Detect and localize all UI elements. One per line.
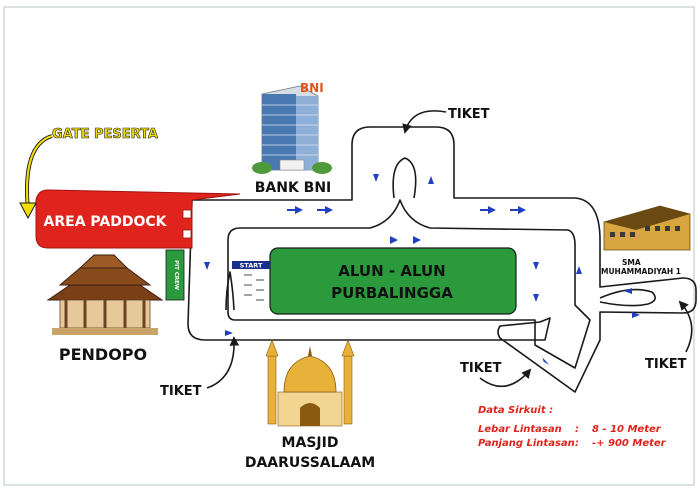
circuit-data-panel: Data Sirkuit : Lebar Lintasan : 8 - 10 M… — [478, 405, 667, 449]
track-inner-edge — [227, 199, 591, 369]
area-paddock: AREA PADDOCK — [35, 189, 241, 249]
direction-arrows — [204, 174, 640, 365]
sma-building: SMA MUHAMMADIYAH 1 — [601, 205, 691, 276]
tiket-label-bottom-center: TIKET — [460, 361, 502, 376]
direction-arrow — [204, 262, 210, 270]
alun-label-line2: PURBALINGGA — [331, 284, 453, 302]
tiket-markers: TIKET TIKET TIKET TIKET — [160, 107, 693, 399]
direction-arrow — [542, 357, 550, 365]
pit-crew-label: PIT CREW — [173, 260, 179, 290]
track-hairpin-top — [392, 157, 417, 199]
gate-label: GATE PESERTA — [52, 127, 158, 142]
direction-arrow — [225, 330, 233, 336]
masjid-label-line2: DAARUSSALAAM — [245, 455, 375, 471]
track-outer-edge — [187, 126, 697, 393]
sma-label-line1: SMA — [622, 258, 641, 267]
direction-arrow — [390, 236, 398, 244]
tiket-label-bottom-left: TIKET — [160, 384, 202, 399]
direction-arrow — [510, 206, 526, 214]
info-row2-value: -+ 900 Meter — [592, 438, 667, 449]
direction-arrow — [413, 236, 421, 244]
info-row1-sep: : — [575, 424, 579, 435]
direction-arrow — [624, 288, 632, 294]
direction-arrow — [373, 174, 379, 182]
gate-peserta: GATE PESERTA — [19, 127, 158, 220]
bank-sign: BNI — [300, 81, 324, 95]
alun-alun-field: ALUN - ALUN PURBALINGGA — [269, 247, 517, 315]
masjid-label-line1: MASJID — [282, 435, 339, 451]
start-label: START — [240, 262, 263, 270]
tiket-label-right: TIKET — [645, 357, 687, 372]
info-row1-value: 8 - 10 Meter — [592, 424, 662, 435]
bank-bni-building: BNI BANK BNI — [252, 81, 332, 196]
pit-crew-zone: PIT CREW — [165, 249, 185, 301]
tiket-label-top: TIKET — [448, 107, 490, 122]
direction-arrow — [287, 206, 303, 214]
info-title: Data Sirkuit : — [478, 405, 553, 416]
alun-label-line1: ALUN - ALUN — [338, 262, 445, 280]
info-row2-sep: : — [575, 438, 579, 449]
direction-arrow — [533, 262, 539, 270]
paddock-label: AREA PADDOCK — [44, 214, 168, 230]
map-border — [3, 6, 695, 486]
pendopo-label: PENDOPO — [59, 345, 147, 364]
start-grid: START — [232, 261, 270, 301]
direction-arrow — [576, 266, 582, 274]
info-row2-label: Panjang Lintasan — [478, 438, 575, 449]
info-row1-label: Lebar Lintasan — [478, 424, 562, 435]
direction-arrow — [428, 176, 434, 184]
bank-label: BANK BNI — [255, 180, 332, 196]
pendopo-building: PENDOPO — [46, 254, 164, 364]
masjid-building: MASJID DAARUSSALAAM — [245, 339, 375, 471]
direction-arrow — [480, 206, 496, 214]
sma-label-line2: MUHAMMADIYAH 1 — [601, 267, 681, 276]
direction-arrow — [533, 294, 539, 302]
track-start-loop — [225, 271, 235, 311]
direction-arrow — [632, 312, 640, 318]
direction-arrow — [317, 206, 333, 214]
